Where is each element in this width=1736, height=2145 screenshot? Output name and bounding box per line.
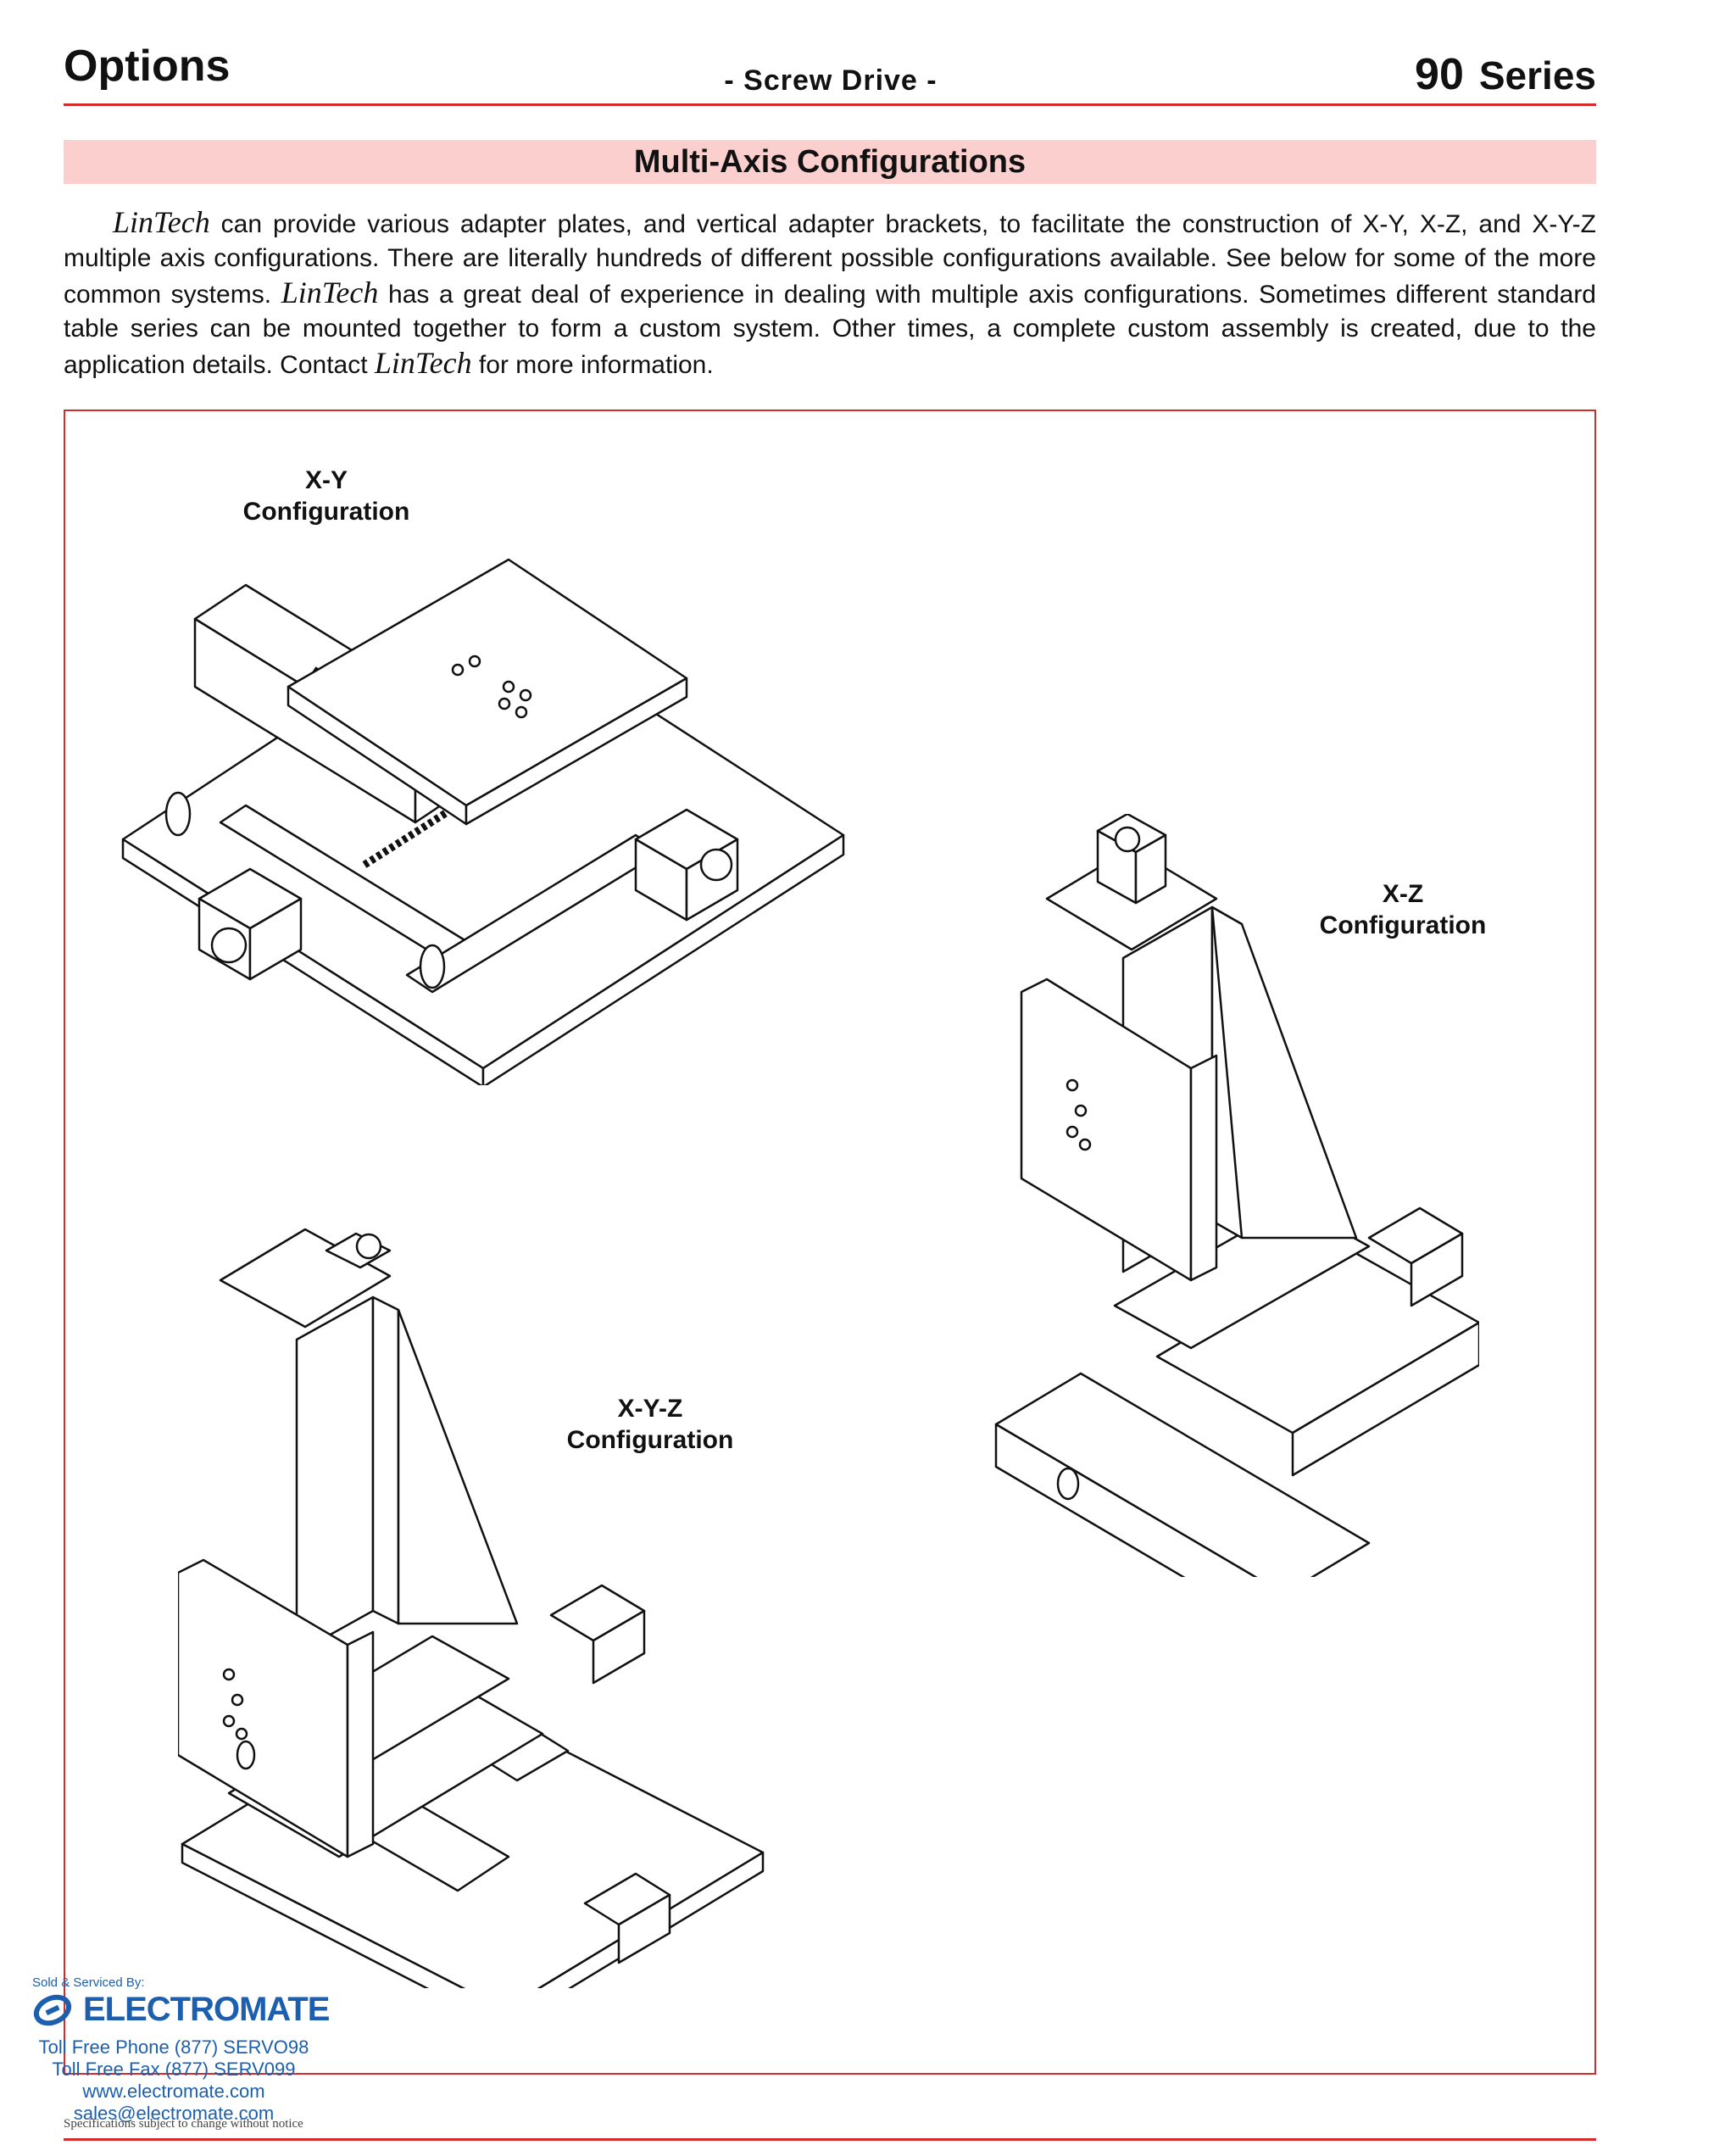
- header-screw-drive: - Screw Drive -: [724, 64, 938, 97]
- dealer-logo: ELECTROMATE: [32, 1991, 330, 2029]
- xz-config-label: X-Z Configuration: [1293, 878, 1513, 941]
- dealer-contact: Toll Free Phone (877) SERVO98 Toll Free …: [34, 2036, 314, 2125]
- electromate-logo-icon: [33, 1994, 72, 2025]
- xyz-label-line2: Configuration: [566, 1426, 734, 1454]
- intro-paragraph: LinTech can provide various adapter plat…: [64, 205, 1596, 382]
- xz-configuration-drawing: [994, 814, 1479, 1577]
- section-band: Multi-Axis Configurations: [64, 140, 1596, 184]
- footer-note: Specifications subject to change without…: [64, 2117, 303, 2131]
- xy-label-line2: Configuration: [242, 498, 410, 526]
- dealer-sold-by: Sold & Serviced By:: [32, 1975, 145, 1990]
- series-number: 90: [1415, 50, 1464, 99]
- xyz-configuration-drawing: [178, 1228, 765, 1988]
- header-series: 90 Series: [1415, 49, 1596, 100]
- dealer-fax: Toll Free Fax (877) SERV099: [52, 2059, 296, 2080]
- dealer-company-name: ELECTROMATE: [83, 1991, 330, 2028]
- series-label: Series: [1478, 53, 1596, 98]
- dealer-email-link[interactable]: sales@electromate.com: [73, 2103, 275, 2124]
- dealer-website-link[interactable]: www.electromate.com: [82, 2081, 265, 2102]
- header-options-title: Options: [64, 42, 231, 91]
- xyz-label-line1: X-Y-Z: [617, 1395, 683, 1423]
- intro-part-3: for more information.: [471, 351, 714, 379]
- intro-part-2: has a great deal of experience in dealin…: [64, 281, 1596, 379]
- brand-lintech: LinTech: [113, 205, 210, 239]
- xy-label-line1: X-Y: [304, 466, 348, 494]
- xz-label-line2: Configuration: [1319, 911, 1487, 939]
- footer-rule: [64, 2138, 1596, 2141]
- brand-lintech: LinTech: [374, 346, 472, 380]
- xyz-config-label: X-Y-Z Configuration: [540, 1393, 760, 1456]
- xz-label-line1: X-Z: [1382, 880, 1424, 908]
- xy-configuration-drawing: [121, 558, 845, 1085]
- dealer-phone: Toll Free Phone (877) SERVO98: [38, 2036, 309, 2058]
- header-rule: [64, 103, 1596, 106]
- section-title: Multi-Axis Configurations: [633, 144, 1027, 180]
- intro-part-1: can provide various adapter plates, and …: [64, 210, 1596, 309]
- configurations-frame: [64, 410, 1596, 2075]
- brand-lintech: LinTech: [281, 276, 379, 309]
- xy-config-label: X-Y Configuration: [216, 465, 437, 527]
